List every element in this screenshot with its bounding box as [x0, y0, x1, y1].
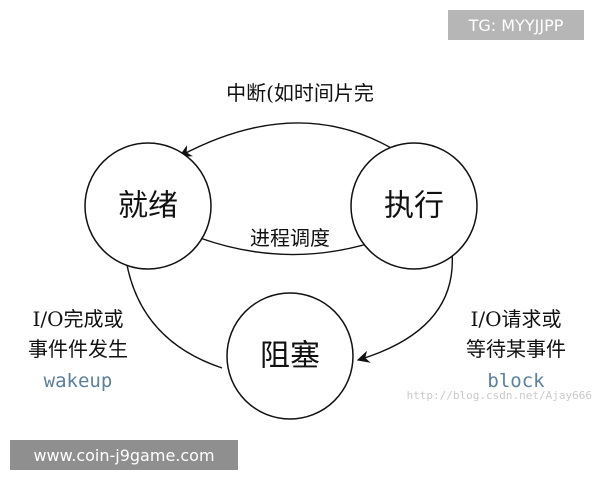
- corner-tag-text: TG: MYYJJPP: [468, 15, 564, 35]
- state-ready: 就绪: [84, 142, 212, 270]
- label-interrupt: 中断(如时间片完: [226, 81, 374, 105]
- state-running: 执行: [350, 142, 478, 270]
- label-wakeup-keyword: wakeup: [44, 370, 113, 392]
- state-blocked-label: 阻塞: [260, 339, 320, 374]
- state-running-label: 执行: [384, 189, 444, 224]
- label-io-complete-line1: I/O完成或: [32, 307, 123, 331]
- footer-url: www.coin-j9game.com: [33, 445, 215, 465]
- arrow-interrupt: [178, 122, 399, 157]
- arrow-schedule: [199, 237, 382, 256]
- label-io-request-line2: 等待某事件: [466, 337, 566, 361]
- footer-banner: www.coin-j9game.com: [10, 440, 238, 470]
- arrow-io-request: [356, 251, 454, 363]
- state-blocked: 阻塞: [226, 292, 354, 420]
- label-io-complete-line2: 事件件发生: [28, 337, 128, 361]
- label-schedule: 进程调度: [250, 226, 330, 250]
- label-io-request-line1: I/O请求或: [470, 307, 561, 331]
- label-block-keyword: block: [487, 370, 545, 392]
- corner-tag-badge: TG: MYYJJPP: [448, 10, 584, 40]
- watermark-url: http://blog.csdn.net/Ajay666: [407, 389, 592, 402]
- state-ready-label: 就绪: [118, 189, 178, 224]
